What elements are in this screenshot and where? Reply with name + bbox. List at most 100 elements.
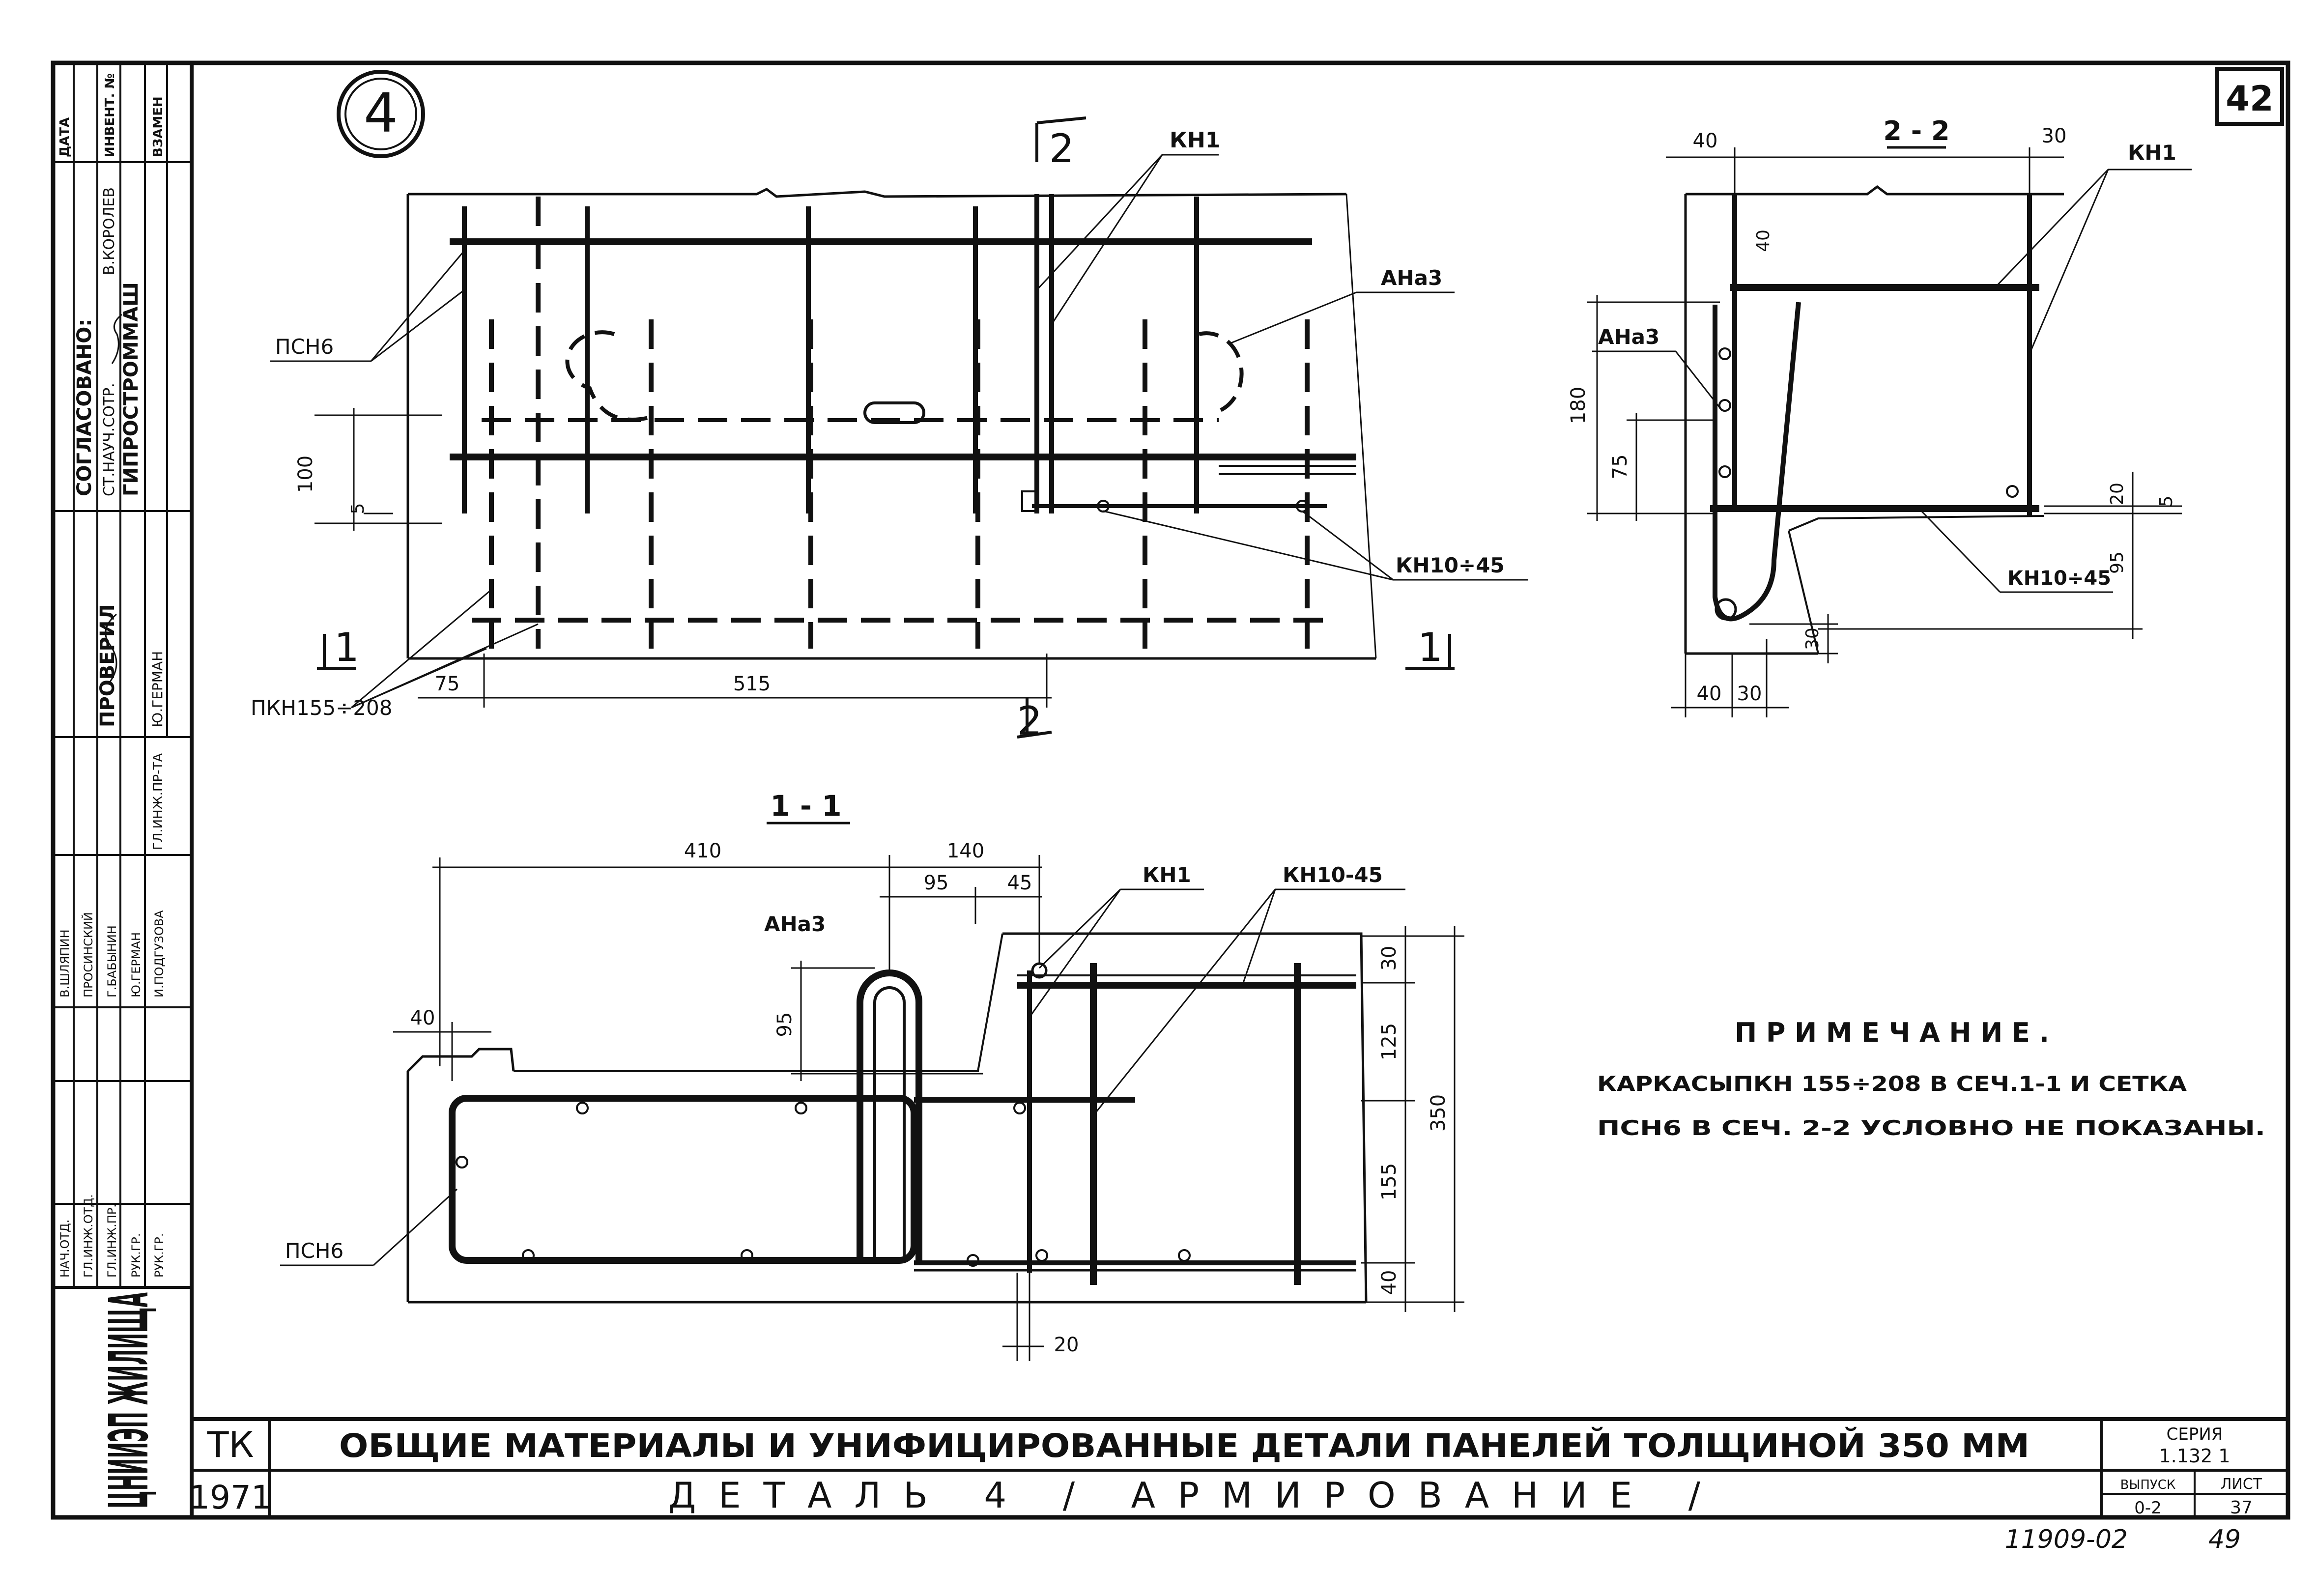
sec1-dim-410: 410 xyxy=(684,840,721,862)
sheet-value: 37 xyxy=(2230,1498,2253,1518)
sec1-label-kn10-45: КН10-45 xyxy=(1283,863,1383,887)
sec1-dim-45: 45 xyxy=(1007,872,1032,894)
side-label-inventory: ИНВЕНТ. № xyxy=(103,73,117,157)
outer-frame xyxy=(51,60,2290,1520)
sec2-dot-4 xyxy=(2006,485,2019,498)
name-1: В.ШЛЯПИН xyxy=(58,929,72,998)
section-1-1-title: 1 - 1 xyxy=(770,789,841,823)
sec2-loop-dot xyxy=(1715,598,1737,621)
agreed-org: ГИПРОСТРОММАШ xyxy=(120,282,143,496)
sheet-corner-number: 42 xyxy=(2226,79,2273,119)
sec2-label-ana3: АНа3 xyxy=(1598,325,1659,349)
sec2-dot-2 xyxy=(1718,399,1731,412)
detail-circle-outer xyxy=(337,70,425,158)
sec2-ana3-leader xyxy=(1675,351,1721,408)
title-year: 1971 xyxy=(189,1479,272,1516)
side-label-replaces: ВЗАМЕН xyxy=(151,96,166,157)
sec1-dim-140: 140 xyxy=(947,840,984,862)
sec1-psn6-leader xyxy=(372,1188,458,1266)
checked-name: Ю.ГЕРМАН xyxy=(149,651,166,727)
plan-kn1-leader-1 xyxy=(1036,154,1163,291)
sec2-outline-step xyxy=(1788,515,2045,532)
plan-psn6-leader-1 xyxy=(370,250,465,362)
plan-dim-75: 75 xyxy=(435,673,460,695)
plan-kn1-leader-2 xyxy=(1051,154,1163,325)
plan-psn6-leader-2 xyxy=(371,289,465,362)
sec2-dot-3 xyxy=(1718,465,1731,478)
sheet-corner-box xyxy=(2215,67,2284,126)
org-logo: ЦНИИЭП ЖИЛИЩА xyxy=(97,1292,160,1509)
side-label-date: ДАТА xyxy=(57,117,72,157)
plan-dim-515: 515 xyxy=(733,673,771,695)
cut-1-left-label: 1 xyxy=(334,625,359,670)
sec1-label-ana3: АНа3 xyxy=(764,912,826,936)
sec1-dim-95-left: 95 xyxy=(773,1012,796,1037)
sec1-dim-155: 155 xyxy=(1378,1163,1401,1200)
sec2-dim-40-top: 40 xyxy=(1693,130,1718,152)
detail-number: 4 xyxy=(364,82,398,144)
plan-outline-top xyxy=(408,188,1347,198)
plan-kn10-leader-2 xyxy=(1302,510,1394,581)
cut-2-top-arm xyxy=(1036,116,1087,124)
sec1-dim-40-bottom: 40 xyxy=(1378,1270,1401,1295)
sec2-kn1-leader-2 xyxy=(2029,169,2109,354)
sec2-outline-notch xyxy=(1788,530,1819,654)
sec1-outline-top-left xyxy=(407,1048,515,1072)
sec2-kn1-leader-1 xyxy=(1994,169,2109,288)
role-5: РУК.ГР. xyxy=(152,1233,166,1278)
role-4: РУК.ГР. xyxy=(129,1233,143,1278)
sec1-dim-40: 40 xyxy=(410,1007,435,1029)
note-line-2: ПСН6 В СЕЧ. 2-2 УСЛОВНО НЕ ПОКАЗАНЫ. xyxy=(1597,1116,2265,1140)
sec2-dim-75: 75 xyxy=(1609,455,1631,480)
plan-dashed-verticals xyxy=(489,197,1310,649)
sec1-outline-step xyxy=(514,933,1003,1072)
plan-kn10-leader-1 xyxy=(1103,510,1394,581)
name-4: Ю.ГЕРМАН xyxy=(129,932,143,998)
plan-label-psn6: ПСН6 xyxy=(275,335,334,359)
sec2-outline-top xyxy=(1686,185,2064,196)
cut-2-bottom-arm xyxy=(1017,731,1052,739)
sec1-outline-right xyxy=(1002,932,1368,1303)
cut-2-top-label: 2 xyxy=(1049,126,1074,171)
sec1-kn10-leader-1 xyxy=(1092,889,1276,1116)
section-2-2-title: 2 - 2 xyxy=(1883,115,1949,146)
sec1-dim-95-top: 95 xyxy=(924,872,949,894)
plan-dim-100: 100 xyxy=(294,456,317,493)
sec2-dim-40-inner: 40 xyxy=(1753,229,1773,252)
sec2-label-kn1: КН1 xyxy=(2128,141,2176,165)
sec2-dim-40-base: 40 xyxy=(1697,683,1722,705)
name-5: И.ПОДГУЗОВА xyxy=(152,910,166,998)
agreed-name: В.КОРОЛЕВ xyxy=(101,187,118,275)
section-1-1: 1 - 1 КН1 xyxy=(280,789,1464,1361)
sec1-kn1-node xyxy=(1031,962,1048,979)
name-3: Г.БАБЫНИН xyxy=(105,925,119,998)
plan-view: 2 2 1 1 КН1 АНа3 ПСН6 КН10÷45 ПКН155÷208 xyxy=(251,116,1528,744)
sec1-bar-dots xyxy=(456,1102,1191,1267)
sec1-kn1-leader-2 xyxy=(1029,889,1121,1018)
handwritten-signatures xyxy=(105,314,122,684)
title-code: ТК xyxy=(206,1424,254,1465)
plan-outline-right xyxy=(1345,194,1377,659)
role-1: НАЧ.ОТД. xyxy=(58,1220,72,1278)
issue-value: 0-2 xyxy=(2134,1498,2162,1518)
plan-bar-end xyxy=(1021,490,1038,512)
note-line-1: КАРКАСЫПКН 155÷208 В СЕЧ.1-1 И СЕТКА xyxy=(1597,1072,2187,1096)
plan-dim-5: 5 xyxy=(348,503,368,514)
sec1-dim-20: 20 xyxy=(1054,1334,1079,1356)
sec2-dim-95: 95 xyxy=(2107,551,2127,574)
sec1-kn10-leader-2 xyxy=(1242,889,1276,983)
sheet-label: ЛИСТ xyxy=(2221,1476,2262,1493)
checked-position: ГЛ.ИНЖ.ПР-ТА xyxy=(151,753,166,850)
sec2-kn10-leader xyxy=(1920,510,2001,593)
role-3: ГЛ.ИНЖ.ПР. xyxy=(105,1204,119,1278)
cut-2-bottom-label: 2 xyxy=(1017,698,1042,744)
name-2: ПРОСИНСКИЙ xyxy=(81,912,95,998)
plan-solid-verticals xyxy=(462,194,1199,513)
title-line-1: ОБЩИЕ МАТЕРИАЛЫ И УНИФИЦИРОВАННЫЕ ДЕТАЛИ… xyxy=(339,1426,2030,1465)
sec2-dim-30-top: 30 xyxy=(2042,125,2067,147)
agreed-header: СОГЛАСОВАНО: xyxy=(73,319,96,496)
drawing-number: 11909-02 xyxy=(2005,1525,2128,1554)
plan-center-slot xyxy=(863,401,925,424)
sec2-dot-1 xyxy=(1718,347,1731,360)
